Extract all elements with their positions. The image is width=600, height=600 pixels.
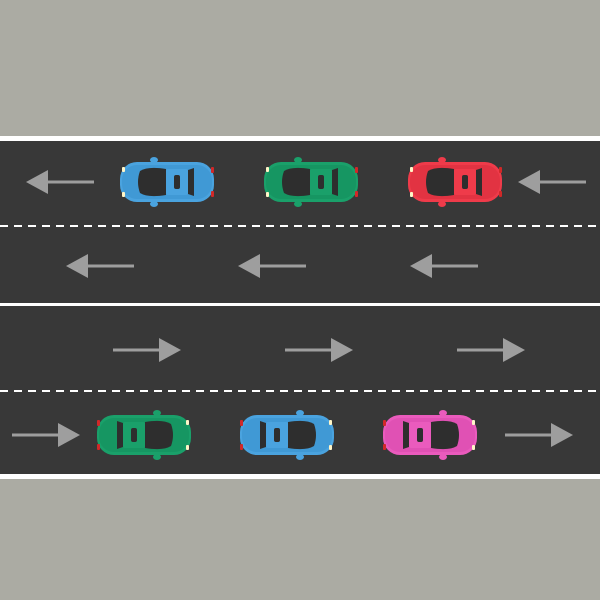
- arrow-right-icon: [505, 423, 573, 447]
- arrow-left-icon: [26, 170, 94, 194]
- green-car: [97, 410, 191, 460]
- arrow-left-icon: [238, 254, 306, 278]
- bottom-grass-verge: [0, 478, 600, 600]
- arrow-left-icon: [66, 254, 134, 278]
- cars: [97, 157, 502, 460]
- arrow-right-icon: [113, 338, 181, 362]
- arrow-left-icon: [410, 254, 478, 278]
- center-divider-line: [0, 303, 600, 306]
- blue-car: [120, 157, 214, 207]
- top-road-edge-line: [0, 136, 600, 141]
- arrow-right-icon: [457, 338, 525, 362]
- red-car: [408, 157, 502, 207]
- top-grass-verge: [0, 0, 600, 136]
- bottom-road-edge-line: [0, 474, 600, 479]
- blue-car: [240, 410, 334, 460]
- arrow-right-icon: [12, 423, 80, 447]
- green-car: [264, 157, 358, 207]
- lane-arrows: [12, 170, 586, 447]
- arrow-left-icon: [518, 170, 586, 194]
- pink-car: [383, 410, 477, 460]
- arrow-right-icon: [285, 338, 353, 362]
